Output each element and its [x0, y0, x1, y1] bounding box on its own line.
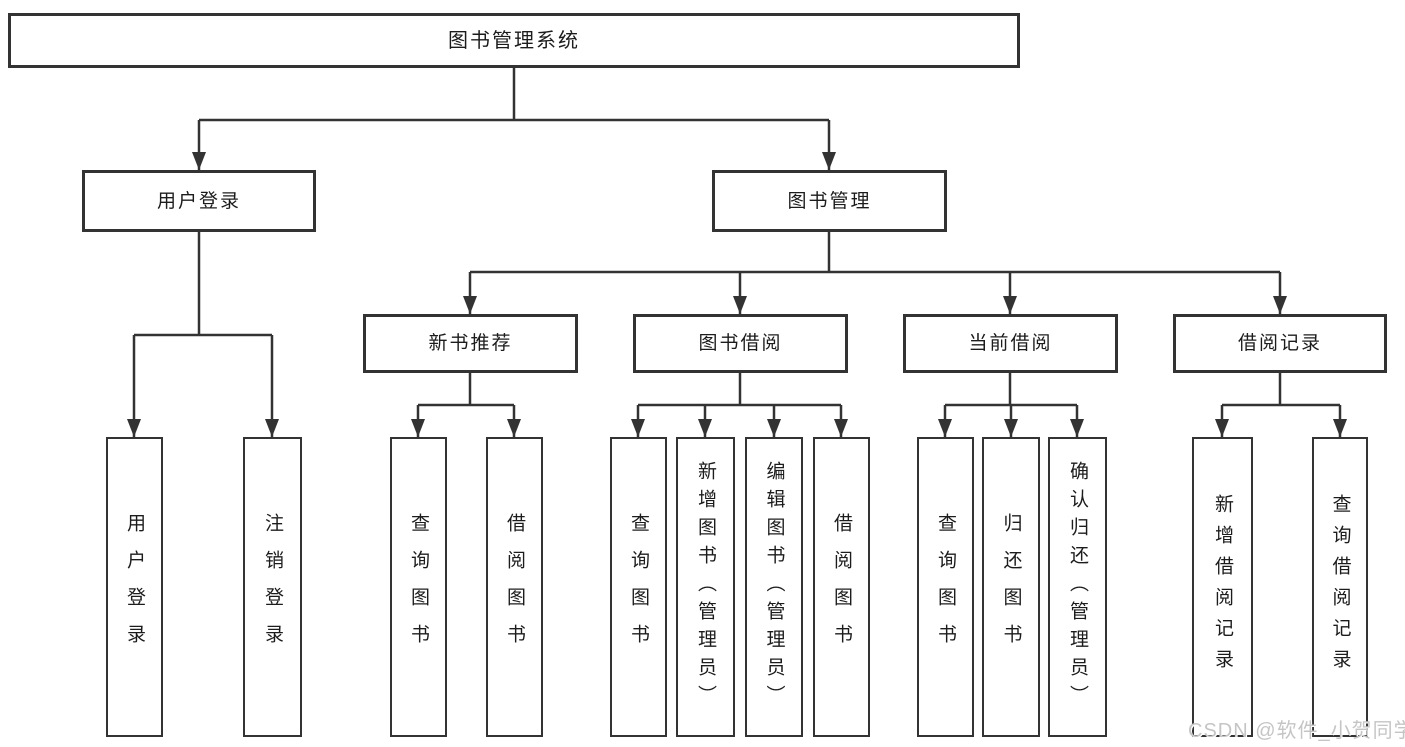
leaf-query-books: 查询图书	[917, 437, 974, 737]
node-current-borrow: 当前借阅	[903, 314, 1118, 373]
leaf-confirm-return-admin: 确认归还（管理员）	[1048, 437, 1107, 737]
node-borrow-record: 借阅记录	[1173, 314, 1387, 373]
leaf-query-books: 查询图书	[390, 437, 447, 737]
node-new-book-recommend: 新书推荐	[363, 314, 578, 373]
connector-current-borrow-children	[943, 373, 1079, 437]
leaf-borrow-books: 借阅图书	[813, 437, 870, 737]
csdn-watermark: CSDN @软件_小贺同学	[1188, 720, 1405, 742]
node-user-login: 用户登录	[82, 170, 316, 232]
connector-book-management-sections	[468, 232, 1282, 314]
leaf-add-books-admin: 新增图书（管理员）	[676, 437, 735, 737]
leaf-query-books: 查询图书	[610, 437, 667, 737]
leaf-user-login: 用户登录	[106, 437, 163, 737]
leaf-borrow-books: 借阅图书	[486, 437, 543, 737]
leaf-add-borrow-record: 新增借阅记录	[1192, 437, 1253, 737]
connector-root-to-level2	[197, 68, 831, 170]
node-library-management-system: 图书管理系统	[8, 13, 1020, 68]
node-book-management: 图书管理	[712, 170, 947, 232]
node-book-borrow: 图书借阅	[633, 314, 848, 373]
connector-book-borrow-children	[636, 373, 843, 437]
connector-borrow-record-children	[1220, 373, 1342, 437]
connector-user-login-children	[132, 232, 274, 437]
leaf-query-borrow-record: 查询借阅记录	[1312, 437, 1368, 737]
leaf-logout-login: 注销登录	[243, 437, 302, 737]
connector-new-book-children	[416, 373, 516, 437]
leaf-return-books: 归还图书	[982, 437, 1040, 737]
leaf-edit-books-admin: 编辑图书（管理员）	[745, 437, 803, 737]
